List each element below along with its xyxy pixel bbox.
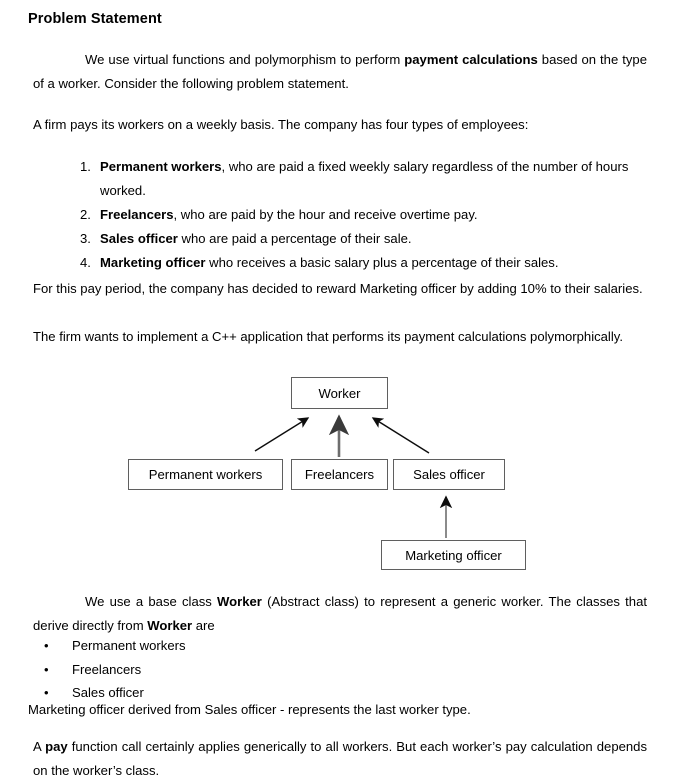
bullet-icon: • — [44, 638, 49, 653]
firm-paragraph: A firm pays its workers on a weekly basi… — [33, 117, 529, 132]
pay-part1: A — [33, 739, 46, 754]
list-marker: 1. — [80, 159, 91, 174]
intro-bold-term: payment calculations — [404, 52, 538, 67]
list-item: 3. Sales officer who are paid a percentag… — [70, 227, 648, 251]
list-item-bold: Permanent workers — [100, 159, 222, 174]
base-class-paragraph: We use a base class Worker (Abstract cla… — [33, 590, 647, 638]
list-item-label: Freelancers — [72, 661, 142, 677]
list-item-label: Permanent workers — [72, 638, 186, 653]
list-item: • Permanent workers — [44, 634, 444, 658]
base-class-bold-1: Worker — [217, 594, 262, 609]
arrow-sales-to-worker — [371, 417, 430, 454]
list-item-text: , who are paid by the hour and receive o… — [173, 207, 478, 222]
page-title: Problem Statement — [28, 11, 162, 27]
list-item: • Freelancers — [44, 658, 444, 682]
arrow-permanent-to-worker — [254, 417, 310, 452]
list-item: 2. Freelancers, who are paid by the hour … — [70, 203, 648, 227]
list-item-text: , who are paid a fixed weekly salary reg… — [100, 159, 629, 198]
base-class-part1: We use a base class — [85, 594, 218, 609]
marketing-derived-paragraph: Marketing officer derived from Sales off… — [28, 702, 471, 717]
list-item-text: who receives a basic salary plus a perce… — [205, 255, 559, 270]
list-item: 4. Marketing officer who receives a basic… — [70, 251, 648, 275]
diagram-box-freelancers: Freelancers — [291, 459, 388, 490]
employee-types-list: 1. Permanent workers, who are paid a fixe… — [70, 155, 648, 275]
diagram-box-marketing-officer: Marketing officer — [381, 540, 526, 570]
list-item: • Sales officer — [44, 681, 444, 705]
intro-text-part1: We use virtual functions and polymorphis… — [85, 52, 405, 67]
list-item-bold: Sales officer — [100, 231, 178, 246]
pay-bold-term: pay — [45, 739, 68, 754]
reward-paragraph: For this pay period, the company has dec… — [33, 281, 643, 296]
bullet-icon: • — [44, 661, 49, 677]
diagram-box-permanent-workers: Permanent workers — [128, 459, 283, 490]
pay-part2: function call certainly applies generica… — [33, 739, 648, 778]
list-marker: 4. — [80, 255, 91, 270]
intro-text-part2: based on the type of a worker. Consider … — [33, 52, 648, 91]
list-marker: 2. — [80, 207, 91, 222]
base-class-part3: are — [192, 618, 215, 633]
derived-classes-list: • Permanent workers • Freelancers • Sales o… — [44, 634, 444, 705]
list-item-label: Sales officer — [72, 685, 144, 700]
list-item: 1. Permanent workers, who are paid a fixe… — [70, 155, 648, 203]
list-marker: 3. — [80, 231, 91, 246]
pay-paragraph: A pay function call certainly applies ge… — [33, 735, 647, 783]
bullet-icon: • — [44, 685, 49, 700]
diagram-box-sales-officer: Sales officer — [393, 459, 505, 490]
list-item-bold: Marketing officer — [100, 255, 206, 270]
implement-paragraph: The firm wants to implement a C++ applic… — [33, 329, 623, 344]
base-class-part2: (Abstract class) to represent a generic … — [33, 594, 647, 633]
base-class-bold-2: Worker — [147, 618, 193, 633]
diagram-box-worker: Worker — [291, 377, 388, 409]
list-item-text: who are paid a percentage of their sale. — [177, 231, 412, 246]
intro-paragraph: We use virtual functions and polymorphis… — [33, 48, 647, 96]
list-item-bold: Freelancers — [100, 207, 174, 222]
